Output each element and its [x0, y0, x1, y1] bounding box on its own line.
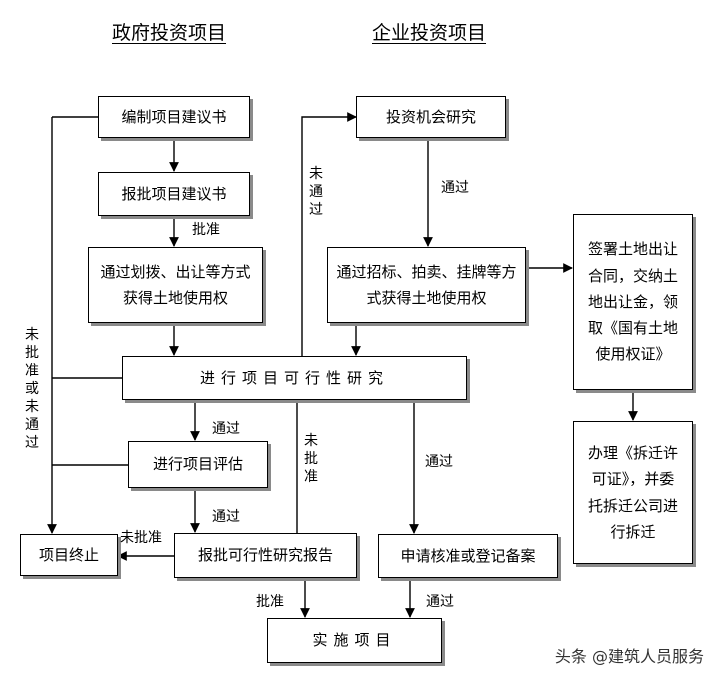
project-evaluation-box: 进行项目评估 — [128, 441, 268, 488]
not-approved-vertical-label: 未批准 — [304, 433, 318, 485]
not-approved-label: 未批准 — [120, 530, 162, 546]
arrow-notpassed-to-research — [301, 112, 357, 378]
watermark: 头条 @建筑人员服务 — [554, 643, 704, 667]
approved-label: 批准 — [256, 594, 284, 610]
gov-land-acquisition-box: 通过划拨、出让等方式获得土地使用权 — [88, 247, 263, 323]
demolition-permit-box: 办理《拆迁许可证》，并委托拆迁公司进行拆迁 — [573, 421, 693, 564]
implement-project-box: 实施项目 — [267, 618, 442, 663]
ent-land-acquisition-box: 通过招标、拍卖、挂牌等方式获得土地使用权 — [327, 247, 526, 323]
enterprise-projects-heading: 企业投资项目 — [372, 22, 487, 44]
passed-label: 通过 — [212, 509, 240, 525]
government-projects-heading: 政府投资项目 — [112, 22, 227, 44]
passed-label: 通过 — [441, 180, 469, 196]
investment-research-box: 投资机会研究 — [356, 96, 506, 138]
record-filing-box: 申请核准或登记备案 — [378, 534, 558, 578]
passed-label: 通过 — [426, 594, 454, 610]
approved-label: 批准 — [192, 222, 220, 238]
compile-proposal-box: 编制项目建议书 — [98, 96, 250, 138]
project-terminate-box: 项目终止 — [20, 534, 118, 576]
not-passed-vertical-label: 未通过 — [309, 166, 323, 218]
sign-land-contract-box: 签署土地出让合同，交纳土地出让金，领取《国有土地使用权证》 — [573, 214, 693, 390]
approve-proposal-box: 报批项目建议书 — [98, 172, 250, 216]
passed-label: 通过 — [212, 421, 240, 437]
feasibility-report-box: 报批可行性研究报告 — [174, 533, 357, 578]
passed-label: 通过 — [425, 454, 453, 470]
feasibility-study-box: 进行项目可行性研究 — [122, 356, 467, 400]
not-approved-or-passed-label: 未批准或未通过 — [25, 327, 39, 451]
